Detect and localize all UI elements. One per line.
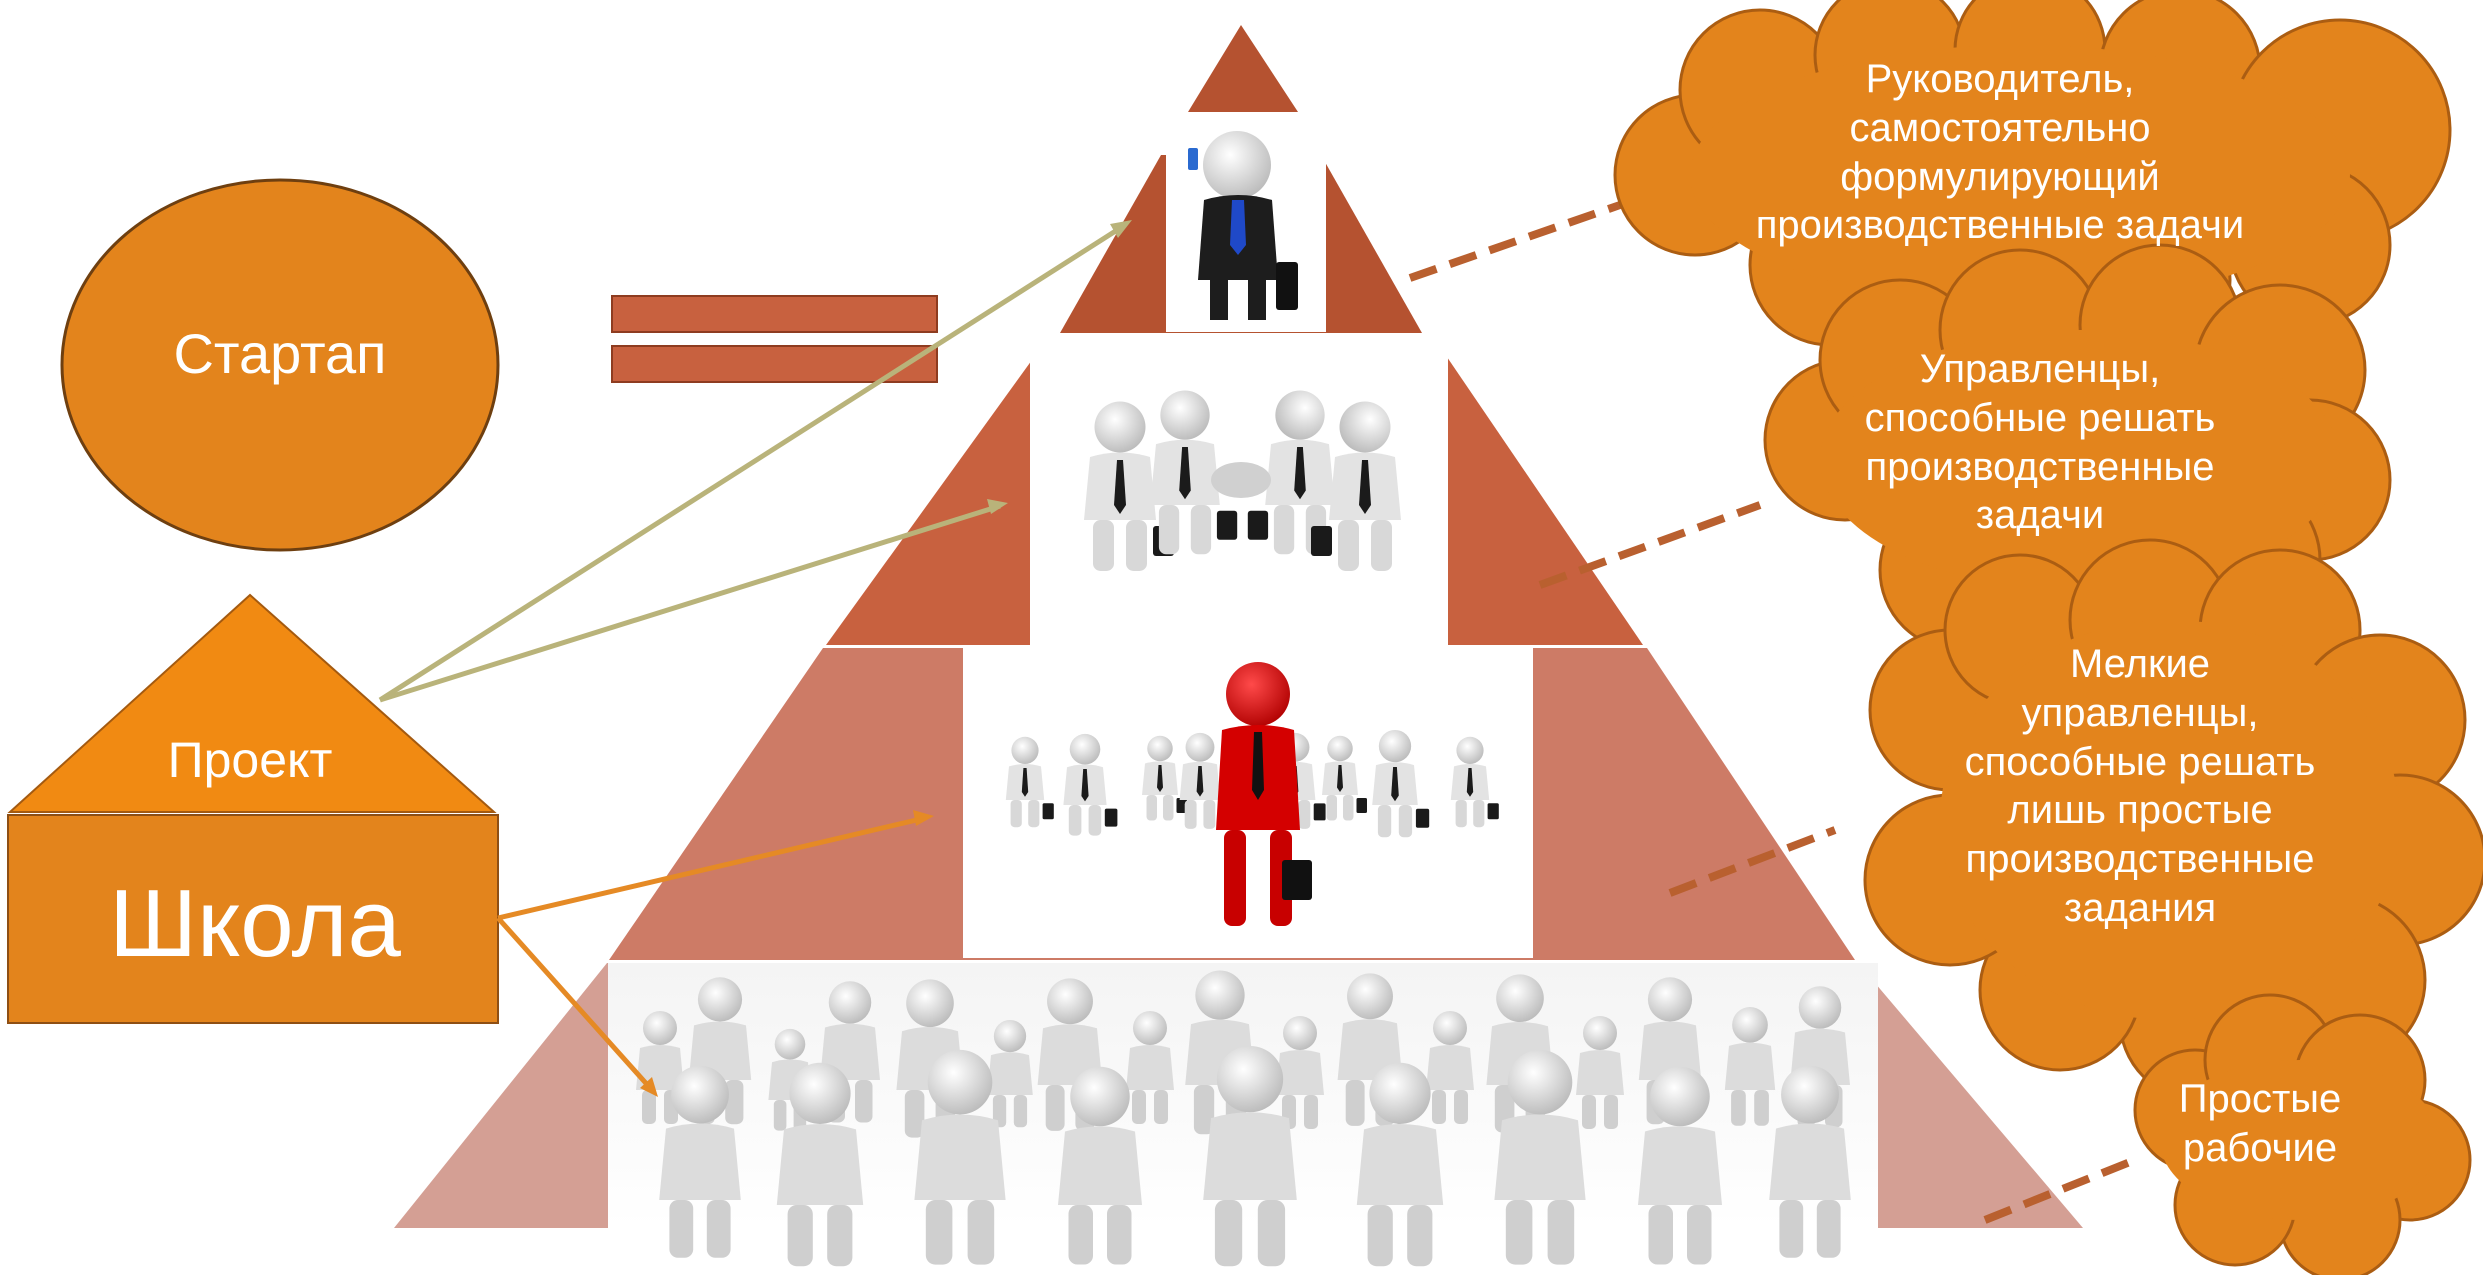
level-3-line: Мелкие	[2069, 642, 2211, 686]
level-3-line: лишь простые	[2007, 788, 2273, 833]
project-label: Проект	[167, 732, 333, 788]
arrow-project-to-managers	[379, 499, 1008, 703]
connector-level-1	[1408, 201, 1622, 282]
level-1-line: самостоятельно	[1849, 105, 2151, 150]
arrow-project-to-leader	[378, 220, 1132, 703]
crowd-icon	[608, 963, 1878, 1267]
level-3-line: производственные	[1965, 837, 2315, 882]
project-roof	[7, 593, 497, 813]
startup-label: Стартап	[173, 322, 387, 385]
level-3-line: управленцы,	[2021, 690, 2259, 735]
arrow-school-to-workers	[496, 916, 658, 1097]
cloud-level-4	[2133, 993, 2472, 1275]
leader-figure-icon	[1166, 112, 1326, 332]
level-2-description: Управленцы, способные решать производств…	[1760, 345, 2320, 540]
level-4-description: Простые рабочие	[2110, 1075, 2410, 1173]
pyramid-tier-apex	[1188, 25, 1298, 112]
cloud-level-3	[1863, 538, 2483, 1102]
level-2-line: задачи	[1975, 493, 2105, 538]
startup-ellipse	[60, 178, 500, 552]
equals-bar-bottom	[611, 345, 938, 383]
level-2-line: способные решать	[1864, 395, 2216, 440]
level-3-line: способные решать	[1964, 739, 2316, 784]
level-1-line: производственные задачи	[1755, 203, 2245, 248]
equals-bar-top	[611, 295, 938, 333]
cloud-level-2	[1763, 243, 2392, 672]
red-figure-in-crowd-icon	[963, 648, 1533, 958]
level-1-line: Руководитель,	[1865, 57, 2135, 101]
level-4-line: Простые	[2178, 1077, 2342, 1121]
level-2-line: производственные	[1865, 444, 2215, 489]
school-label: Школа	[109, 870, 401, 977]
team-handshake-icon	[1030, 335, 1448, 645]
arrow-school-to-minor-managers	[497, 810, 934, 921]
level-1-description: Руководитель, самостоятельно формулирующ…	[1630, 55, 2370, 250]
level-3-line: задания	[2063, 885, 2217, 930]
level-2-line: Управленцы,	[1919, 347, 2161, 391]
connector-level-2	[1538, 501, 1762, 589]
connector-level-3	[1668, 826, 1837, 897]
level-1-line: формулирующий	[1840, 154, 2160, 199]
connector-level-4	[1983, 1156, 2137, 1224]
level-4-line: рабочие	[2182, 1125, 2338, 1170]
level-3-description: Мелкие управленцы, способные решать лишь…	[1900, 640, 2380, 933]
